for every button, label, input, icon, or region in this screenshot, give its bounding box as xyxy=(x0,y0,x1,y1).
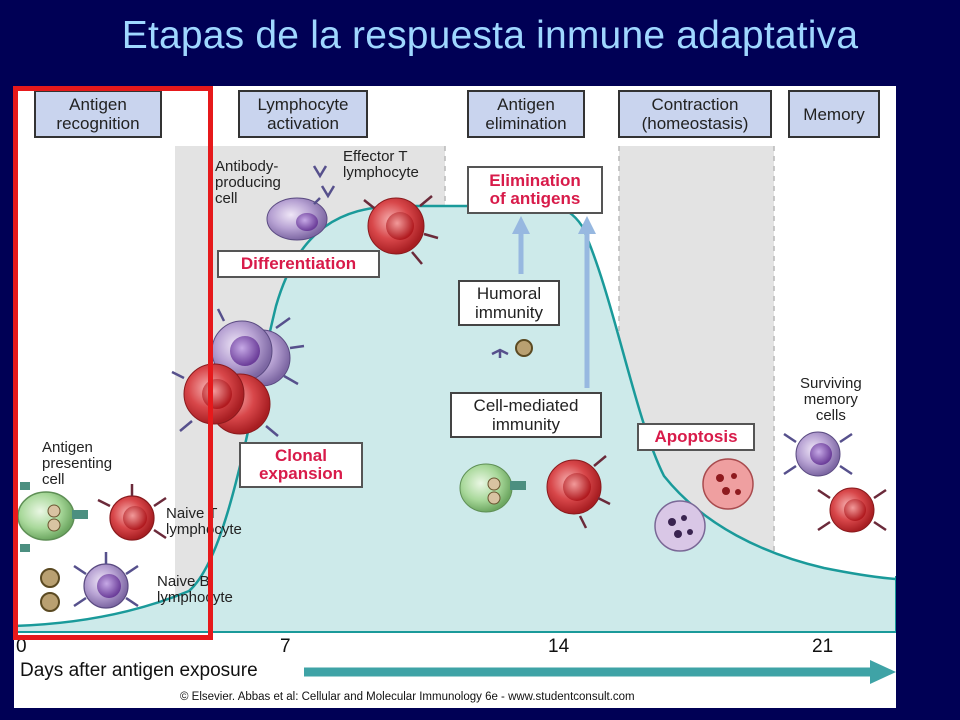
clonal-expansion-label: Clonal expansion xyxy=(239,442,363,488)
apoptosis-label: Apoptosis xyxy=(637,423,755,451)
time-arrow-head xyxy=(870,660,896,684)
tick-label: 7 xyxy=(280,636,291,657)
phase-label: Contraction (homeostasis) xyxy=(641,95,749,133)
x-axis-title: Days after antigen exposure xyxy=(20,660,258,681)
phase-antigen-recognition: Antigen recognition xyxy=(34,90,162,138)
elimination-of-antigens-label: Elimination of antigens xyxy=(467,166,603,214)
phase-lymphocyte-activation: Lymphocyte activation xyxy=(238,90,368,138)
memory-cells xyxy=(783,431,887,533)
surviving-memory-cells-label: Surviving memory cells xyxy=(800,375,862,424)
tick-label: 21 xyxy=(812,636,834,657)
phase-label: Antigen recognition xyxy=(56,95,140,133)
phase-antigen-elimination: Antigen elimination xyxy=(467,90,585,138)
effector-t-cell xyxy=(363,195,439,265)
antigen-presenting-cell-label: Antigen presenting cell xyxy=(42,439,113,488)
phase-label: Lymphocyte activation xyxy=(257,95,349,133)
naive-b-cell xyxy=(40,552,139,612)
phase-contraction: Contraction (homeostasis) xyxy=(618,90,772,138)
differentiation-label: Differentiation xyxy=(217,250,380,278)
apc-t-cell-middle xyxy=(459,455,611,529)
immune-response-figure: Antigen recognition Lymphocyte activatio… xyxy=(14,86,896,708)
naive-b-lymphocyte-label: Naive B lymphocyte xyxy=(157,573,233,606)
phase-memory: Memory xyxy=(788,90,880,138)
antigen-presenting-cell xyxy=(17,482,88,552)
arrow-cell-mediated-up xyxy=(578,216,596,388)
plasma-cell xyxy=(266,165,336,241)
antibody-producing-cell-label: Antibody- producing cell xyxy=(215,158,281,207)
humoral-immunity-label: Humoral immunity xyxy=(458,280,560,326)
tick-label: 14 xyxy=(548,636,570,657)
copyright-notice: © Elsevier. Abbas et al: Cellular and Mo… xyxy=(180,691,635,703)
naive-t-cell xyxy=(97,484,167,541)
antigen-recognition-highlight-frame xyxy=(13,86,213,640)
phase-label: Memory xyxy=(803,104,865,124)
slide-title: Etapas de la respuesta inmune adaptativa xyxy=(121,14,859,57)
effector-t-lymphocyte-label: Effector T lymphocyte xyxy=(343,148,419,181)
phase-label: Antigen elimination xyxy=(485,95,567,133)
antigen-antibody-humoral xyxy=(491,339,533,358)
arrow-humoral-up xyxy=(512,216,530,274)
cell-mediated-immunity-label: Cell-mediated immunity xyxy=(450,392,602,438)
clonal-expansion-cells xyxy=(171,308,305,437)
tick-label: 0 xyxy=(16,636,27,657)
apoptotic-cells xyxy=(654,458,754,552)
